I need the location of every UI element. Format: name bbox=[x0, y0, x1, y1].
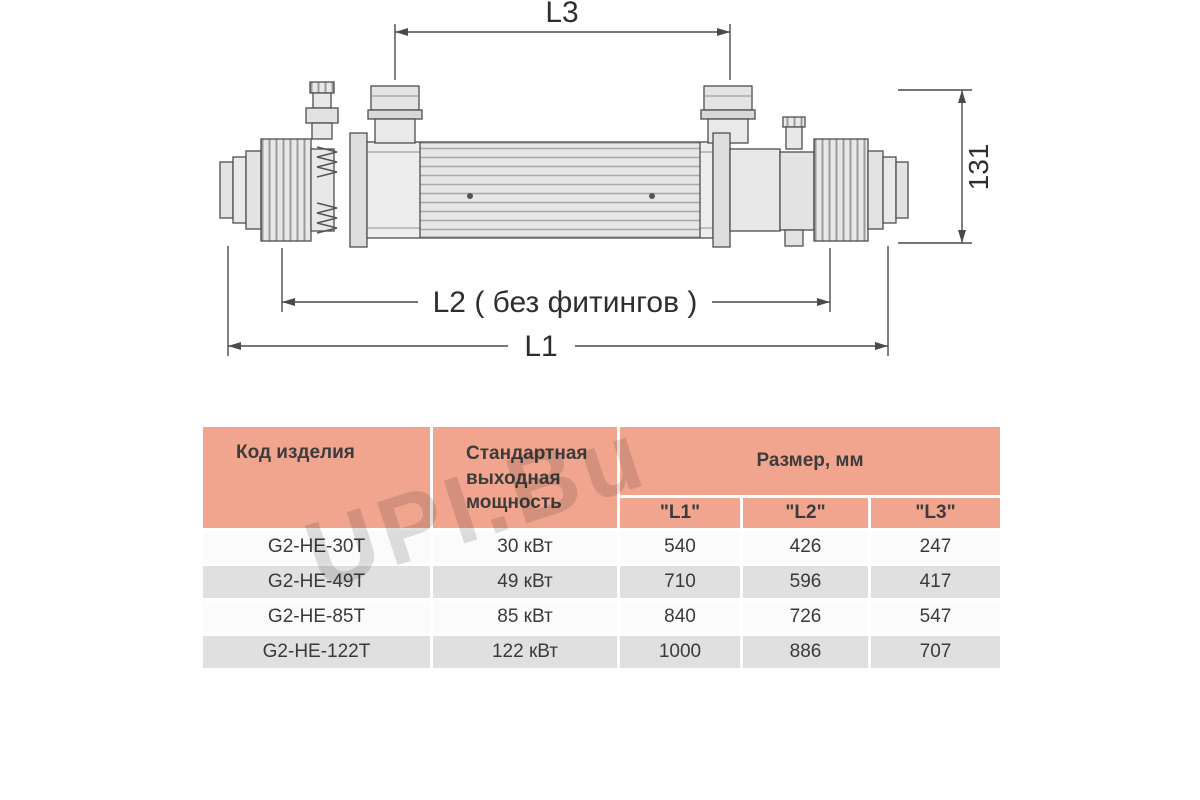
cell-l1: 1000 bbox=[617, 633, 743, 671]
right-end-connector bbox=[867, 150, 909, 230]
cell-l3: 247 bbox=[867, 528, 1004, 566]
header-output-power: Стандартная выходная мощность bbox=[430, 424, 620, 531]
cell-l1: 710 bbox=[617, 563, 743, 601]
header-product-code: Код изделия bbox=[200, 424, 433, 531]
table-row: G2-HE-49T 49 кВт 710 596 417 bbox=[200, 563, 1004, 601]
cell-code: G2-HE-49T bbox=[200, 563, 433, 601]
dim-height-label: 131 bbox=[963, 144, 994, 191]
air-vent-valve bbox=[305, 81, 339, 140]
cell-l3: 547 bbox=[867, 598, 1004, 636]
right-top-fitting bbox=[782, 116, 806, 150]
cell-l2: 886 bbox=[740, 633, 871, 671]
cell-l3: 417 bbox=[867, 563, 1004, 601]
cell-power: 30 кВт bbox=[430, 528, 620, 566]
subheader-l2: "L2" bbox=[740, 495, 871, 531]
shell-body bbox=[366, 141, 714, 239]
cell-l1: 840 bbox=[617, 598, 743, 636]
dimension-l1: L1 bbox=[227, 246, 889, 363]
subheader-l1: "L1" bbox=[617, 495, 743, 531]
cell-power: 85 кВт bbox=[430, 598, 620, 636]
technical-drawing: L3 131 L2 ( без фитингов ) bbox=[219, 0, 994, 363]
dim-l2-label: L2 ( без фитингов ) bbox=[433, 286, 698, 319]
spec-table: Код изделия Стандартная выходная мощност… bbox=[200, 424, 1004, 671]
heat-exchanger-device bbox=[219, 81, 909, 248]
cell-power: 49 кВт bbox=[430, 563, 620, 601]
screw-dot bbox=[649, 193, 655, 199]
left-flange bbox=[349, 132, 368, 248]
header-size-mm: Размер, мм bbox=[616, 424, 1004, 498]
cell-l2: 726 bbox=[740, 598, 871, 636]
left-port bbox=[367, 85, 423, 144]
left-spring-clamps bbox=[316, 146, 338, 234]
table-row: G2-HE-122T 122 кВт 1000 886 707 bbox=[200, 633, 1004, 671]
screw-dot bbox=[467, 193, 473, 199]
cell-l2: 596 bbox=[740, 563, 871, 601]
left-union-nut bbox=[260, 138, 335, 242]
cell-l1: 540 bbox=[617, 528, 743, 566]
dimension-l2: L2 ( без фитингов ) bbox=[281, 248, 831, 319]
dim-l1-label: L1 bbox=[524, 330, 557, 363]
table-row: G2-HE-85T 85 кВт 840 726 547 bbox=[200, 598, 1004, 636]
cell-code: G2-HE-30T bbox=[200, 528, 433, 566]
dimension-l3: L3 bbox=[394, 0, 731, 80]
cell-code: G2-HE-122T bbox=[200, 633, 433, 671]
dimension-height-131: 131 bbox=[898, 89, 994, 244]
left-end-connector bbox=[219, 150, 262, 230]
cell-l2: 426 bbox=[740, 528, 871, 566]
dim-l3-label: L3 bbox=[545, 0, 578, 29]
subheader-l3: "L3" bbox=[867, 495, 1004, 531]
cell-code: G2-HE-85T bbox=[200, 598, 433, 636]
table-row: G2-HE-30T 30 кВт 540 426 247 bbox=[200, 528, 1004, 566]
cell-power: 122 кВт bbox=[430, 633, 620, 671]
cell-l3: 707 bbox=[867, 633, 1004, 671]
right-union-nut bbox=[813, 138, 869, 242]
right-flange bbox=[712, 132, 731, 248]
right-collar bbox=[729, 148, 815, 247]
